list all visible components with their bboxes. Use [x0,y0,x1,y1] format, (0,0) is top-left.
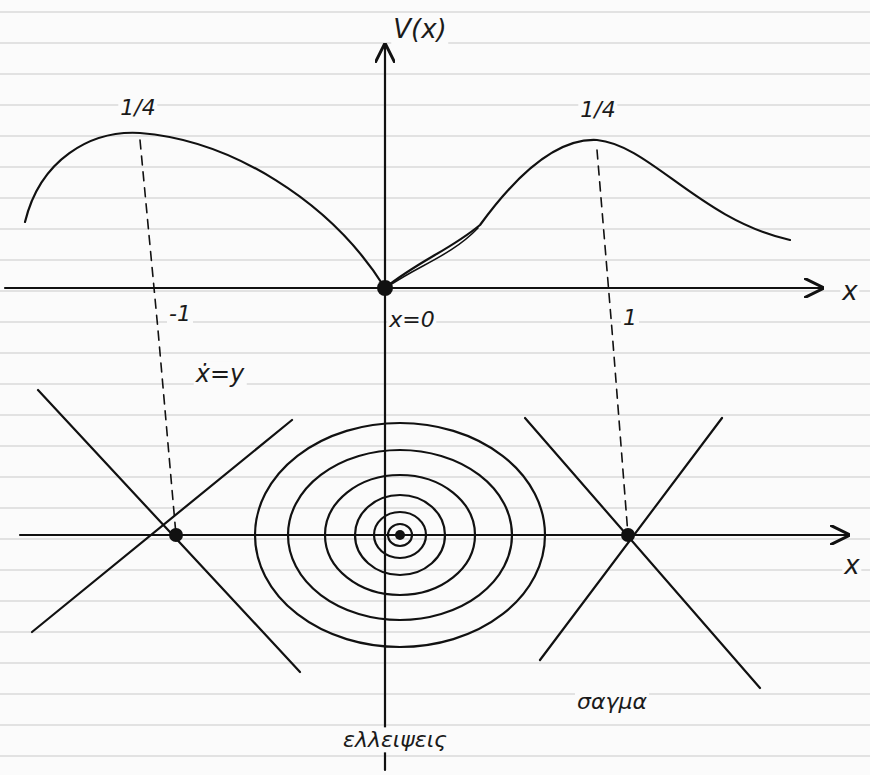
paper-line [0,570,870,571]
axis-label: V(x) [391,15,448,45]
x-axis [5,287,822,289]
annotation: ελλειψεις [341,727,449,752]
v-axis [384,45,386,770]
paper-line [0,756,870,757]
paper-line [0,415,870,416]
equilibrium-dot [621,528,635,542]
tick-label: -1 [167,301,193,326]
axis-label: x [842,551,861,581]
paper-line [0,539,870,540]
separatrix [525,418,760,688]
paper-line [0,477,870,478]
axis-label: x [840,277,859,307]
separatrix [32,420,292,632]
paper-line [0,446,870,447]
paper-line [0,353,870,354]
ellipses [255,423,545,647]
value-label: 1/4 [578,97,617,122]
paper-line [0,74,870,75]
value-label: 1/4 [118,95,157,120]
paper-line [0,694,870,695]
paper-line [0,198,870,199]
annotation: σαγμα [575,689,649,714]
equilibrium-dot [169,528,183,542]
paper-lines [0,12,870,756]
paper-line [0,167,870,168]
projection-line [597,150,628,535]
point-label: x=0 [387,307,436,332]
paper-line [0,632,870,633]
separatrix [540,418,722,660]
paper-line [0,136,870,137]
separatrix [38,390,300,672]
tick-label: 1 [621,305,639,330]
x-axis [20,534,848,536]
potential-curve [385,140,790,288]
potential-curve-stroke [392,228,478,284]
paper-line [0,601,870,602]
paper-line [0,291,870,292]
paper-line [0,12,870,13]
equilibrium-dot [377,280,393,296]
paper-line [0,229,870,230]
projection-line [140,140,176,535]
equation-label: ẋ=y [194,361,247,389]
potential-curve [25,133,385,288]
equilibrium-dot [395,530,405,540]
paper-line [0,725,870,726]
paper-line [0,384,870,385]
